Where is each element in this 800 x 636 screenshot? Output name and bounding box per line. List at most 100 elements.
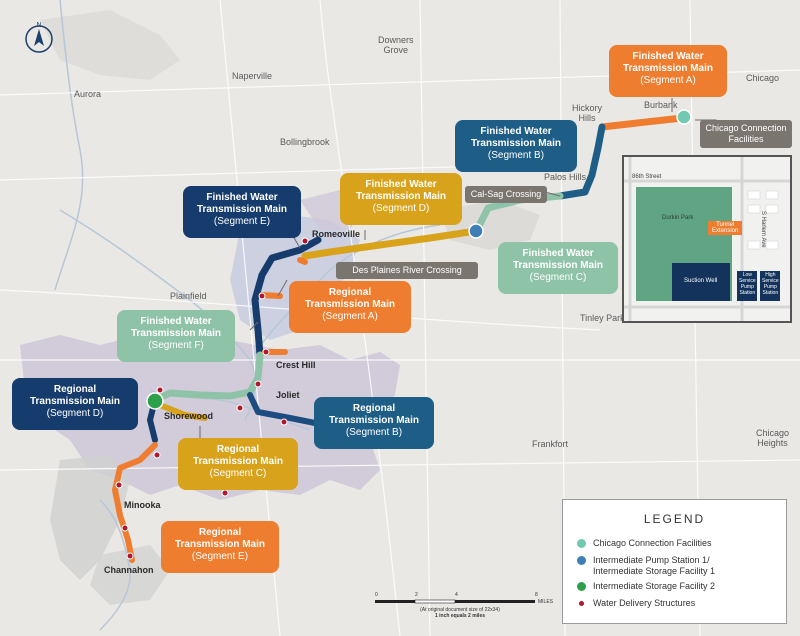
scale-bar-graphic (375, 599, 535, 604)
town-channahon: Channahon (104, 565, 154, 575)
legend-item-water-delivery: Water Delivery Structures (577, 598, 695, 609)
inset-low-service-pump-label: Low Service Pump Station (739, 272, 756, 296)
scale-tick-4: 4 (455, 592, 458, 598)
callout-regional-segment-e[interactable]: Regional Transmission Main (Segment E) (161, 521, 279, 573)
callout-line1: Finished Water (365, 179, 437, 190)
callout-segment: (Segment B) (487, 150, 545, 161)
legend-item-chicago-connection: Chicago Connection Facilities (577, 538, 712, 549)
town-hickory-hills: Hickory Hills (572, 103, 603, 123)
finished-water-segment-b-line (556, 123, 606, 200)
inset-street-label: 86th Street (632, 174, 662, 180)
callout-line2: Transmission Main (130, 328, 222, 339)
legend-green-dot-icon (577, 582, 586, 591)
scale-note-size: (At original document size of 22x34) (420, 607, 500, 613)
town-palos-hills: Palos Hills (544, 172, 587, 182)
inset-tunnel-extension-label: Tunnel Extension (712, 222, 739, 234)
scale-note-ratio: 1 inch equals 2 miles (434, 613, 486, 619)
callout-line2: Transmission Main (622, 63, 714, 74)
finished-water-segment-d-line (301, 227, 480, 260)
scale-tick-8: 8 (535, 592, 538, 598)
town-plainfield: Plainfield (170, 291, 207, 301)
callout-line2: Transmission Main (328, 415, 420, 426)
callout-line2: Transmission Main (470, 138, 562, 149)
town-minooka: Minooka (124, 500, 161, 510)
finished-water-segment-f-line (151, 351, 264, 404)
inset-suction-well-label: Suction Well (684, 278, 718, 284)
callout-line1: Regional (216, 444, 260, 455)
town-bollingbrook: Bollingbrook (280, 137, 330, 147)
callout-finished-water-segment-f[interactable]: Finished Water Transmission Main (Segmen… (117, 310, 235, 362)
water-delivery-structures (115, 237, 309, 560)
callout-segment: (Segment E) (213, 216, 271, 227)
town-chicago: Chicago (746, 73, 780, 83)
town-frankfort: Frankfort (532, 439, 569, 449)
tag-chicago-connection-facilities[interactable]: Chicago Connection Facilities (700, 120, 792, 148)
callout-line2: Transmission Main (174, 539, 266, 550)
town-joliet: Joliet (276, 390, 300, 400)
municipal-areas (20, 10, 540, 605)
legend-item-intermediate-storage-2: Intermediate Storage Facility 2 (577, 581, 715, 592)
regional-segment-c-line (157, 402, 208, 421)
finished-water-segment-e-line (251, 236, 322, 359)
facilities (146, 109, 692, 410)
inset-map-graphic (624, 157, 790, 321)
scale-tick-0: 0 (375, 592, 378, 598)
town-downers-grove: Downers Grove (378, 35, 414, 55)
callout-line1: Regional (352, 403, 396, 414)
inset-map-chicago-connection[interactable]: 86th Street S Harlem Ave Durkin Park Tun… (622, 155, 792, 323)
callout-line2: Transmission Main (304, 299, 396, 310)
town-naperville: Naperville (232, 71, 273, 81)
town-crest-hill: Crest Hill (276, 360, 316, 370)
inset-park-label: Durkin Park (662, 215, 694, 221)
callout-finished-water-segment-a[interactable]: Finished Water Transmission Main (Segmen… (609, 45, 727, 97)
tag-des-plaines-river-crossing[interactable]: Des Plaines River Crossing (336, 262, 478, 279)
callout-segment: (Segment D) (46, 408, 104, 419)
callout-finished-water-segment-b[interactable]: Finished Water Transmission Main (Segmen… (455, 120, 577, 172)
legend-label: Intermediate Pump Station 1/ Intermediat… (593, 555, 716, 576)
callout-segment: (Segment A) (640, 75, 696, 86)
callout-line1: Finished Water (206, 192, 278, 203)
scale-bar: 0 2 4 8 MILES (At original document size… (375, 592, 553, 622)
callout-regional-segment-a[interactable]: Regional Transmission Main (Segment A) (289, 281, 411, 333)
chicago-connection-facility-marker (676, 109, 692, 125)
intermediate-pump-station-marker (468, 223, 484, 239)
callout-line2: Transmission Main (355, 191, 447, 202)
callout-regional-segment-d[interactable]: Regional Transmission Main (Segment D) (12, 378, 138, 430)
callout-line1: Finished Water (140, 316, 212, 327)
legend-teal-dot-icon (577, 539, 586, 548)
callout-line2: Transmission Main (192, 456, 284, 467)
callout-line2: Transmission Main (512, 260, 604, 271)
callout-segment: (Segment A) (322, 311, 378, 322)
legend-label: Intermediate Storage Facility 2 (593, 581, 716, 591)
north-arrow-icon: N (25, 22, 53, 53)
tag-cal-sag-crossing[interactable]: Cal-Sag Crossing (465, 186, 547, 203)
town-aurora: Aurora (74, 89, 102, 99)
callout-finished-water-segment-c[interactable]: Finished Water Transmission Main (Segmen… (498, 242, 618, 294)
callout-regional-segment-b[interactable]: Regional Transmission Main (Segment B) (314, 397, 434, 449)
inset-avenue-label: S Harlem Ave (760, 211, 766, 248)
pipelines (112, 114, 686, 563)
callout-line1: Regional (198, 527, 242, 538)
north-label: N (36, 22, 41, 29)
callout-segment: (Segment C) (209, 468, 267, 479)
legend: LEGEND Chicago Connection Facilities Int… (562, 499, 787, 624)
legend-label: Water Delivery Structures (593, 598, 696, 608)
callout-line1: Regional (53, 384, 97, 395)
callout-segment: (Segment E) (191, 551, 249, 562)
callout-regional-segment-c[interactable]: Regional Transmission Main (Segment C) (178, 438, 298, 490)
callout-finished-water-segment-e[interactable]: Finished Water Transmission Main (Segmen… (183, 186, 301, 238)
callout-line1: Regional (328, 287, 372, 298)
callout-line2: Transmission Main (196, 204, 288, 215)
callout-segment: (Segment D) (372, 203, 430, 214)
regional-segment-e-line (112, 442, 158, 563)
town-burbank: Burbank (644, 100, 678, 110)
finished-water-segment-a-line (598, 114, 686, 131)
callout-finished-water-segment-d[interactable]: Finished Water Transmission Main (Segmen… (340, 173, 462, 225)
town-chicago-heights: Chicago Heights (756, 428, 790, 448)
inset-high-service-pump-label: High Service Pump Station (762, 272, 779, 296)
town-romeoville: Romeoville (312, 229, 361, 239)
callout-line1: Finished Water (632, 51, 704, 62)
callout-line1: Finished Water (522, 248, 594, 259)
